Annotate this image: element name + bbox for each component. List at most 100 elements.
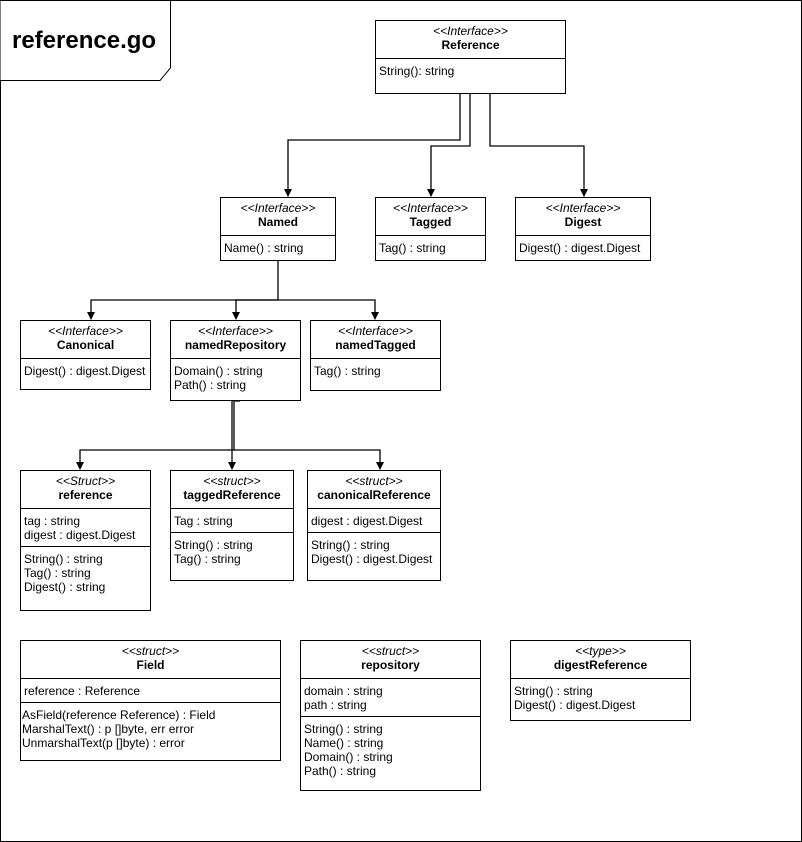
member-line: Name() : string [304,736,384,750]
member-line: Tag() : string [24,566,91,580]
methods-section: String(): string [376,59,565,82]
member-line: Digest() : digest.Digest [519,241,641,255]
member-line: Path() : string [174,378,247,392]
edge-named-namedtagged [278,299,379,320]
member-line: Domain() : string [174,364,263,378]
edge-reference-named [284,94,461,197]
class-name: taggedReference [183,488,281,502]
edge-named-namedrepository [232,299,278,320]
stereotype-label: <<Interface>> [545,201,621,215]
member-line: domain : string [304,684,383,698]
class-name: namedRepository [184,338,287,352]
member-line: digest : digest.Digest [311,514,423,528]
class-name: Reference [441,38,500,52]
member-line: Digest() : digest.Digest [311,552,433,566]
box-header: <<struct>>Field [21,641,280,679]
member-line: tag : string [24,514,81,528]
member-line: Tag() : string [174,552,241,566]
member-line: String() : string [514,684,593,698]
stereotype-label: <<Interface>> [48,324,123,338]
stereotype-label: <<type>> [575,644,626,658]
fields-section: Tag : string [171,509,293,532]
member-line: String() : string [24,552,103,566]
member-line: Tag() : string [314,364,381,378]
box-header: <<Interface>>Tagged [376,198,485,236]
fields-section: reference : Reference [21,679,280,702]
methods-section: Digest() : digest.Digest [21,359,150,382]
stereotype-label: <<Interface>> [433,24,508,38]
methods-section: Name() : string [221,236,335,259]
member-line: Tag : string [174,514,233,528]
box-header: <<Interface>>Canonical [21,321,150,359]
member-line: UnmarshalText(p []byte) : error [22,736,185,750]
member-line: Tag() : string [379,241,446,255]
member-line: reference : Reference [24,684,141,698]
class-name: Field [136,658,165,672]
edge-namedrepository-canonicalreference [234,449,384,470]
methods-section: Digest() : digest.Digest [516,236,650,259]
box-header: <<Interface>>Named [221,198,335,236]
box-header: <<struct>>taggedReference [171,471,293,509]
member-line: MarshalText() : p []byte, err error [22,722,195,736]
member-line: String() : string [174,538,253,552]
class-name: namedTagged [335,338,416,352]
class-name: Tagged [409,215,452,229]
box-header: <<Interface>>namedTagged [311,321,440,359]
class-name: Digest [564,215,602,229]
stereotype-label: <<Interface>> [338,324,413,338]
stereotype-label: <<Interface>> [198,324,273,338]
fields-section: digest : digest.Digest [308,509,440,532]
stereotype-label: <<Struct>> [55,474,116,488]
member-line: Digest() : string [24,580,106,594]
box-header: <<Struct>>reference [21,471,150,509]
class-name: digestReference [553,658,648,672]
stereotype-label: <<struct>> [121,644,180,658]
stereotype-label: <<struct>> [345,474,403,488]
stereotype-label: <<struct>> [203,474,261,488]
member-line: String() : string [304,722,383,736]
edge-named-canonical [87,261,279,320]
class-name: reference [58,488,113,502]
edge-namedrepository-reference [76,400,240,470]
diagram-title: reference.go [12,27,157,54]
stereotype-label: <<Interface>> [240,201,316,215]
box-header: <<Interface>>Digest [516,198,650,236]
class-name: Named [257,215,298,229]
box-header: <<type>>digestReference [511,641,690,679]
class-name: Canonical [56,338,115,352]
member-line: Domain() : string [304,750,393,764]
stereotype-label: <<struct>> [361,644,420,658]
stereotype-label: <<Interface>> [393,201,468,215]
title-tab: reference.go [0,0,171,81]
member-line: String(): string [379,64,455,78]
methods-section: Tag() : string [311,359,440,382]
member-line: String() : string [311,538,390,552]
edge-reference-digest [489,94,588,197]
class-name: repository [361,658,420,672]
member-line: path : string [304,698,367,712]
box-header: <<struct>>repository [301,641,480,679]
member-line: AsField(reference Reference) : Field [22,708,216,722]
